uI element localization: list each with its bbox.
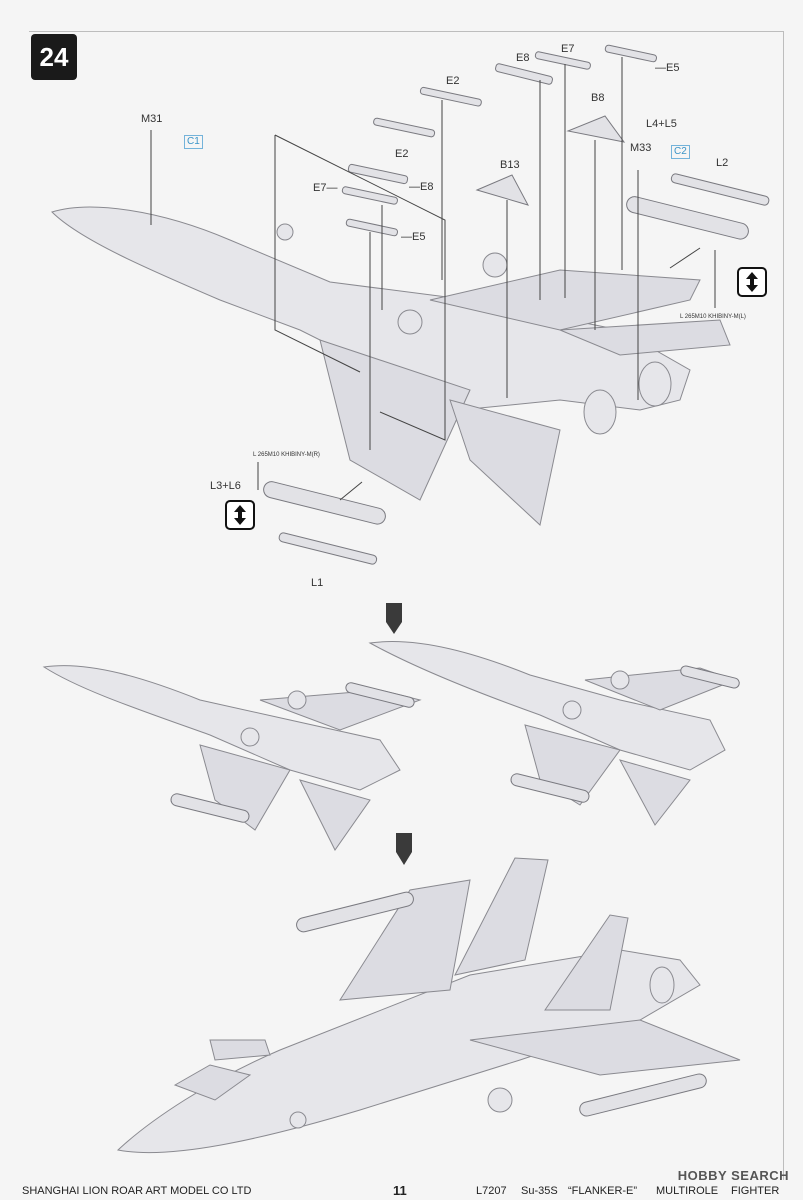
part-label-e7-left: E7— <box>313 182 338 194</box>
footer-role-2: FIGHTER <box>731 1185 780 1197</box>
part-label-m31: M31 <box>141 113 163 125</box>
part-label-e8-right: —E8 <box>409 181 434 193</box>
footer-model: Su-35S <box>521 1185 558 1197</box>
part-label-khibiny-l: L 265M10 KHIBINY-M(L) <box>680 314 746 320</box>
down-arrow-icon <box>386 603 402 634</box>
footer-company: SHANGHAI LION ROAR ART MODEL CO LTD <box>22 1185 252 1197</box>
flip-over-icon <box>737 267 767 297</box>
flip-over-icon <box>225 500 255 530</box>
exploded-aircraft-view <box>51 44 770 565</box>
assembled-underside-right <box>368 641 740 826</box>
part-label-e2-top: E2 <box>446 75 460 87</box>
callout-c2: C2 <box>671 145 690 159</box>
part-label-khibiny-r: L 265M10 KHIBINY-M(R) <box>253 452 320 458</box>
page-frame <box>29 31 784 1180</box>
part-label-m33: M33 <box>630 142 652 154</box>
callout-c1: C1 <box>184 135 203 149</box>
footer-page-number: 11 <box>393 1183 407 1198</box>
down-arrow-icon <box>396 833 412 865</box>
part-label-e7-top: E7 <box>561 43 575 55</box>
part-label-b8: B8 <box>591 92 605 104</box>
part-label-l2: L2 <box>716 157 729 169</box>
footer-role-1: MULTIROLE <box>656 1185 719 1197</box>
step-number: 24 <box>31 34 77 80</box>
page-footer: SHANGHAI LION ROAR ART MODEL CO LTD 11 L… <box>0 1183 803 1200</box>
part-label-b13: B13 <box>500 159 520 171</box>
footer-kit-number: L7207 <box>476 1185 507 1197</box>
part-label-l4-l5: L4+L5 <box>646 118 677 130</box>
part-label-e5-mid: —E5 <box>401 231 426 243</box>
completed-aircraft <box>116 857 741 1154</box>
part-label-l3-l6: L3+L6 <box>210 480 241 492</box>
assembled-underside-left <box>42 665 422 851</box>
part-label-e5-top: —E5 <box>655 62 680 74</box>
part-label-e8-top: E8 <box>516 52 530 64</box>
watermark: HOBBY SEARCH <box>677 1168 789 1183</box>
footer-name: “FLANKER-E” <box>568 1185 638 1197</box>
part-label-l1: L1 <box>311 577 324 589</box>
part-label-e2-mid: E2 <box>395 148 409 160</box>
